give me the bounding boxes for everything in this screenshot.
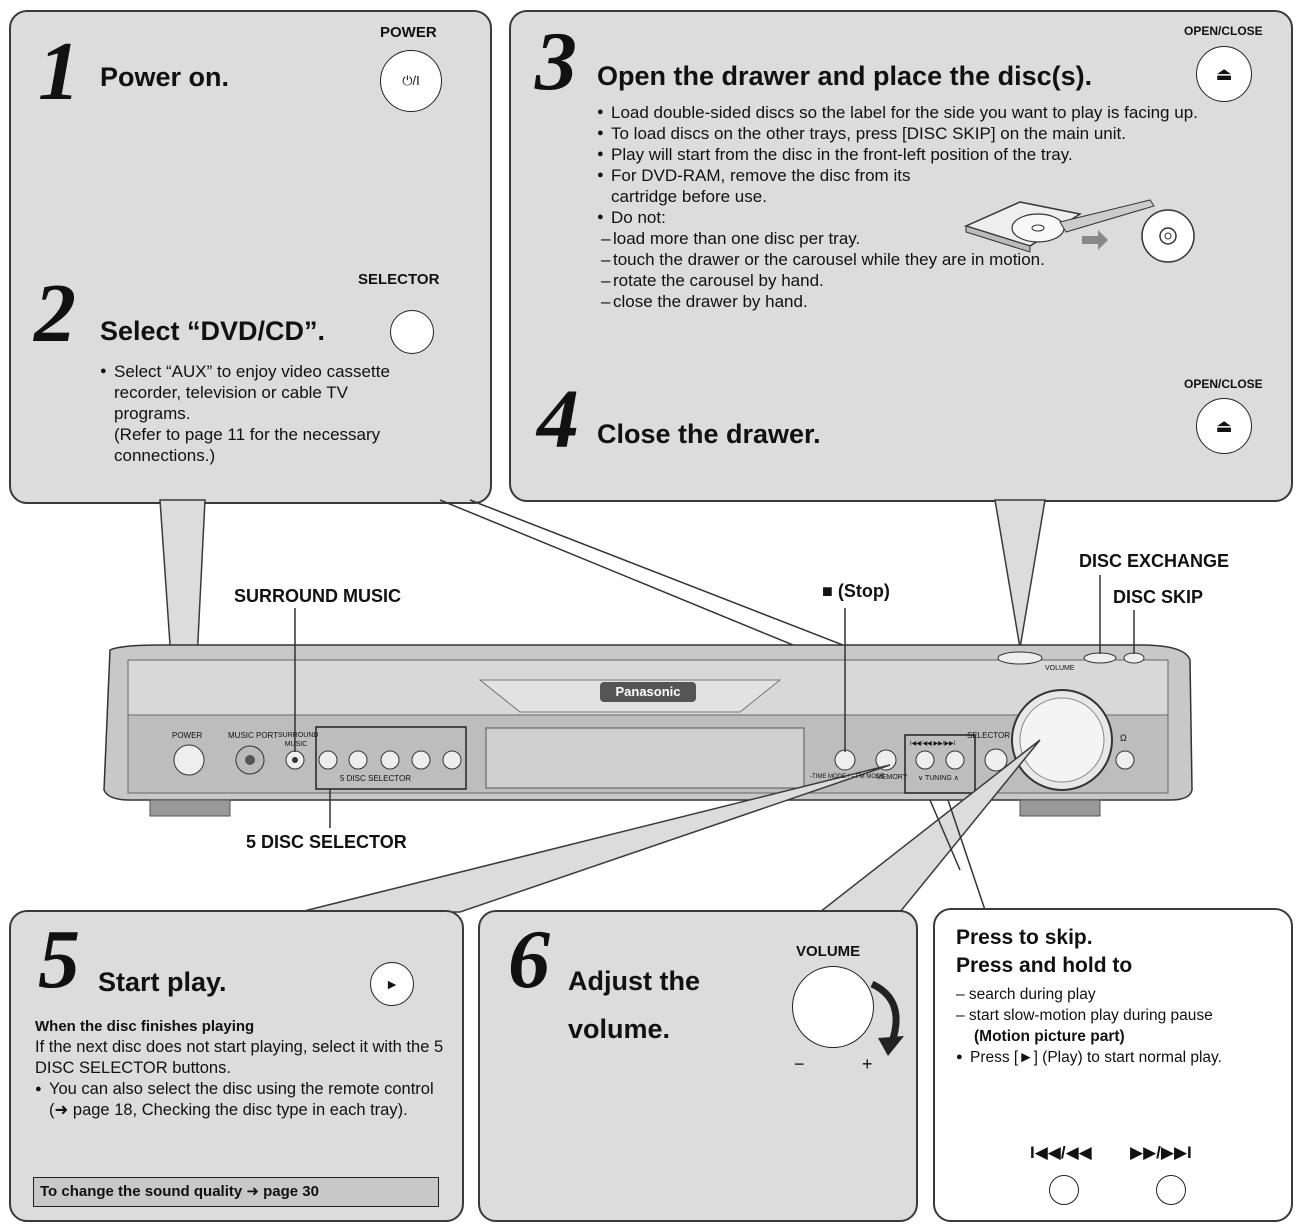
skip-item-1: – search during play — [956, 986, 1096, 1003]
step-3-bullet-1: Load double-sided discs so the label for… — [597, 102, 1217, 123]
step-3-donot-3: rotate the carousel by hand. — [597, 270, 1217, 291]
open-close-label-top: OPEN/CLOSE — [1184, 24, 1263, 38]
skip-title-line-1: Press to skip. — [956, 926, 1093, 949]
unit-power-label: POWER — [172, 731, 203, 740]
callout-5-disc-selector: 5 DISC SELECTOR — [246, 832, 407, 852]
step-2-bullet: Select “AUX” to enjoy video cassette rec… — [100, 361, 400, 424]
step-3-donot-2: touch the drawer or the carousel while t… — [597, 249, 1217, 270]
callout-disc-skip: DISC SKIP — [1113, 587, 1204, 607]
skip-bold-item: (Motion picture part) — [974, 1028, 1125, 1045]
sound-quality-box: To change the sound quality ➜ page 30 — [33, 1177, 439, 1207]
step-6-panel — [478, 910, 918, 1222]
unit-music-port-label: MUSIC PORT — [228, 731, 279, 740]
unit-skip-buttons-label: I◀◀/◀◀ ▶▶/▶▶I — [910, 741, 956, 747]
step-5-bullet: You can also select the disc using the r… — [35, 1079, 445, 1121]
unit-tuning-label: ∨ TUNING ∧ — [918, 775, 959, 782]
dvd-ram-cartridge-illustration — [963, 199, 1195, 263]
step-5-paragraph: If the next disc does not start playing,… — [35, 1038, 444, 1077]
power-button-label: POWER — [380, 24, 437, 41]
step-4-number: 4 — [537, 373, 579, 466]
open-close-label-bottom: OPEN/CLOSE — [1184, 377, 1263, 391]
open-close-button-top[interactable]: ⏏ — [1196, 46, 1252, 102]
step-2-text: Select “AUX” to enjoy video cassette rec… — [100, 361, 400, 466]
prev-skip-button[interactable] — [1049, 1175, 1079, 1205]
step-6-title-line-1: Adjust the — [568, 966, 700, 996]
clockwise-arrow-icon — [870, 980, 904, 1056]
step-6-number: 6 — [508, 913, 550, 1006]
step-3-title: Open the drawer and place the disc(s). — [597, 61, 1093, 91]
unit-brand: Panasonic — [615, 684, 681, 699]
callout-disc-exchange: DISC EXCHANGE — [1079, 551, 1230, 571]
step-3-bullet-5: Do not: — [597, 207, 1217, 228]
step-3-bullet-4: For DVD-RAM, remove the disc from its ca… — [597, 165, 951, 207]
skip-bullet: Press [►] (Play) to start normal play. — [956, 1047, 1286, 1068]
unit-fm-mode-label: -TIME MODE / – FM MODE — [810, 774, 885, 780]
step-5-number: 5 — [38, 913, 80, 1006]
step-5-subhead: When the disc finishes playing — [35, 1018, 255, 1035]
callout-surround-music: SURROUND MUSIC — [234, 586, 402, 606]
selector-button-label: SELECTOR — [358, 271, 440, 288]
unit-headphone-label: Ω — [1120, 733, 1127, 743]
step-1-title: Power on. — [100, 62, 230, 92]
volume-knob-label: VOLUME — [796, 943, 861, 960]
step-2-note: (Refer to page 11 for the necessary conn… — [114, 425, 381, 465]
next-skip-button[interactable] — [1156, 1175, 1186, 1205]
skip-panel-title: Press to skip. Press and hold to — [956, 924, 1132, 980]
step-6-title-line-2: volume. — [568, 1014, 671, 1044]
skip-title-line-2: Press and hold to — [956, 954, 1133, 977]
step-3-bullet-2: To load discs on the other trays, press … — [597, 123, 1217, 144]
volume-plus: + — [862, 1054, 873, 1074]
next-skip-label: ▶▶/▶▶I — [1130, 1143, 1192, 1162]
step-3-text: Load double-sided discs so the label for… — [597, 102, 1217, 312]
step-5-title: Start play. — [98, 967, 227, 997]
step-3-donot-1: load more than one disc per tray. — [597, 228, 1217, 249]
prev-skip-label: I◀◀/◀◀ — [1030, 1143, 1092, 1162]
unit-5-disc-label: 5 DISC SELECTOR — [340, 774, 411, 783]
skip-item-2: – start slow-motion play during pause — [956, 1007, 1213, 1024]
step-3-donot-4: close the drawer by hand. — [597, 291, 1217, 312]
unit-surround-label: SURROUND MUSIC — [278, 732, 319, 748]
play-button[interactable]: ► — [370, 962, 414, 1006]
step-5-text: When the disc finishes playing If the ne… — [35, 1016, 445, 1121]
volume-minus: − — [794, 1054, 805, 1074]
power-button[interactable]: ⏻/I — [380, 50, 442, 112]
step-4-title: Close the drawer. — [597, 419, 821, 449]
step-3-number: 3 — [535, 15, 577, 108]
unit-volume-label: VOLUME — [1045, 665, 1075, 672]
unit-memory-label: MEMORY — [876, 774, 908, 781]
step-3-bullet-3: Play will start from the disc in the fro… — [597, 144, 1217, 165]
skip-panel-text: – search during play – start slow-motion… — [956, 984, 1286, 1068]
volume-knob[interactable] — [792, 966, 874, 1048]
step-2-title: Select “DVD/CD”. — [100, 316, 326, 346]
selector-button[interactable] — [390, 310, 434, 354]
callout-stop: ■ (Stop) — [822, 581, 890, 601]
unit-selector-label: SELECTOR — [967, 731, 1010, 740]
open-close-button-bottom[interactable]: ⏏ — [1196, 398, 1252, 454]
step-1-number: 1 — [38, 25, 80, 118]
step-2-number: 2 — [34, 267, 76, 360]
